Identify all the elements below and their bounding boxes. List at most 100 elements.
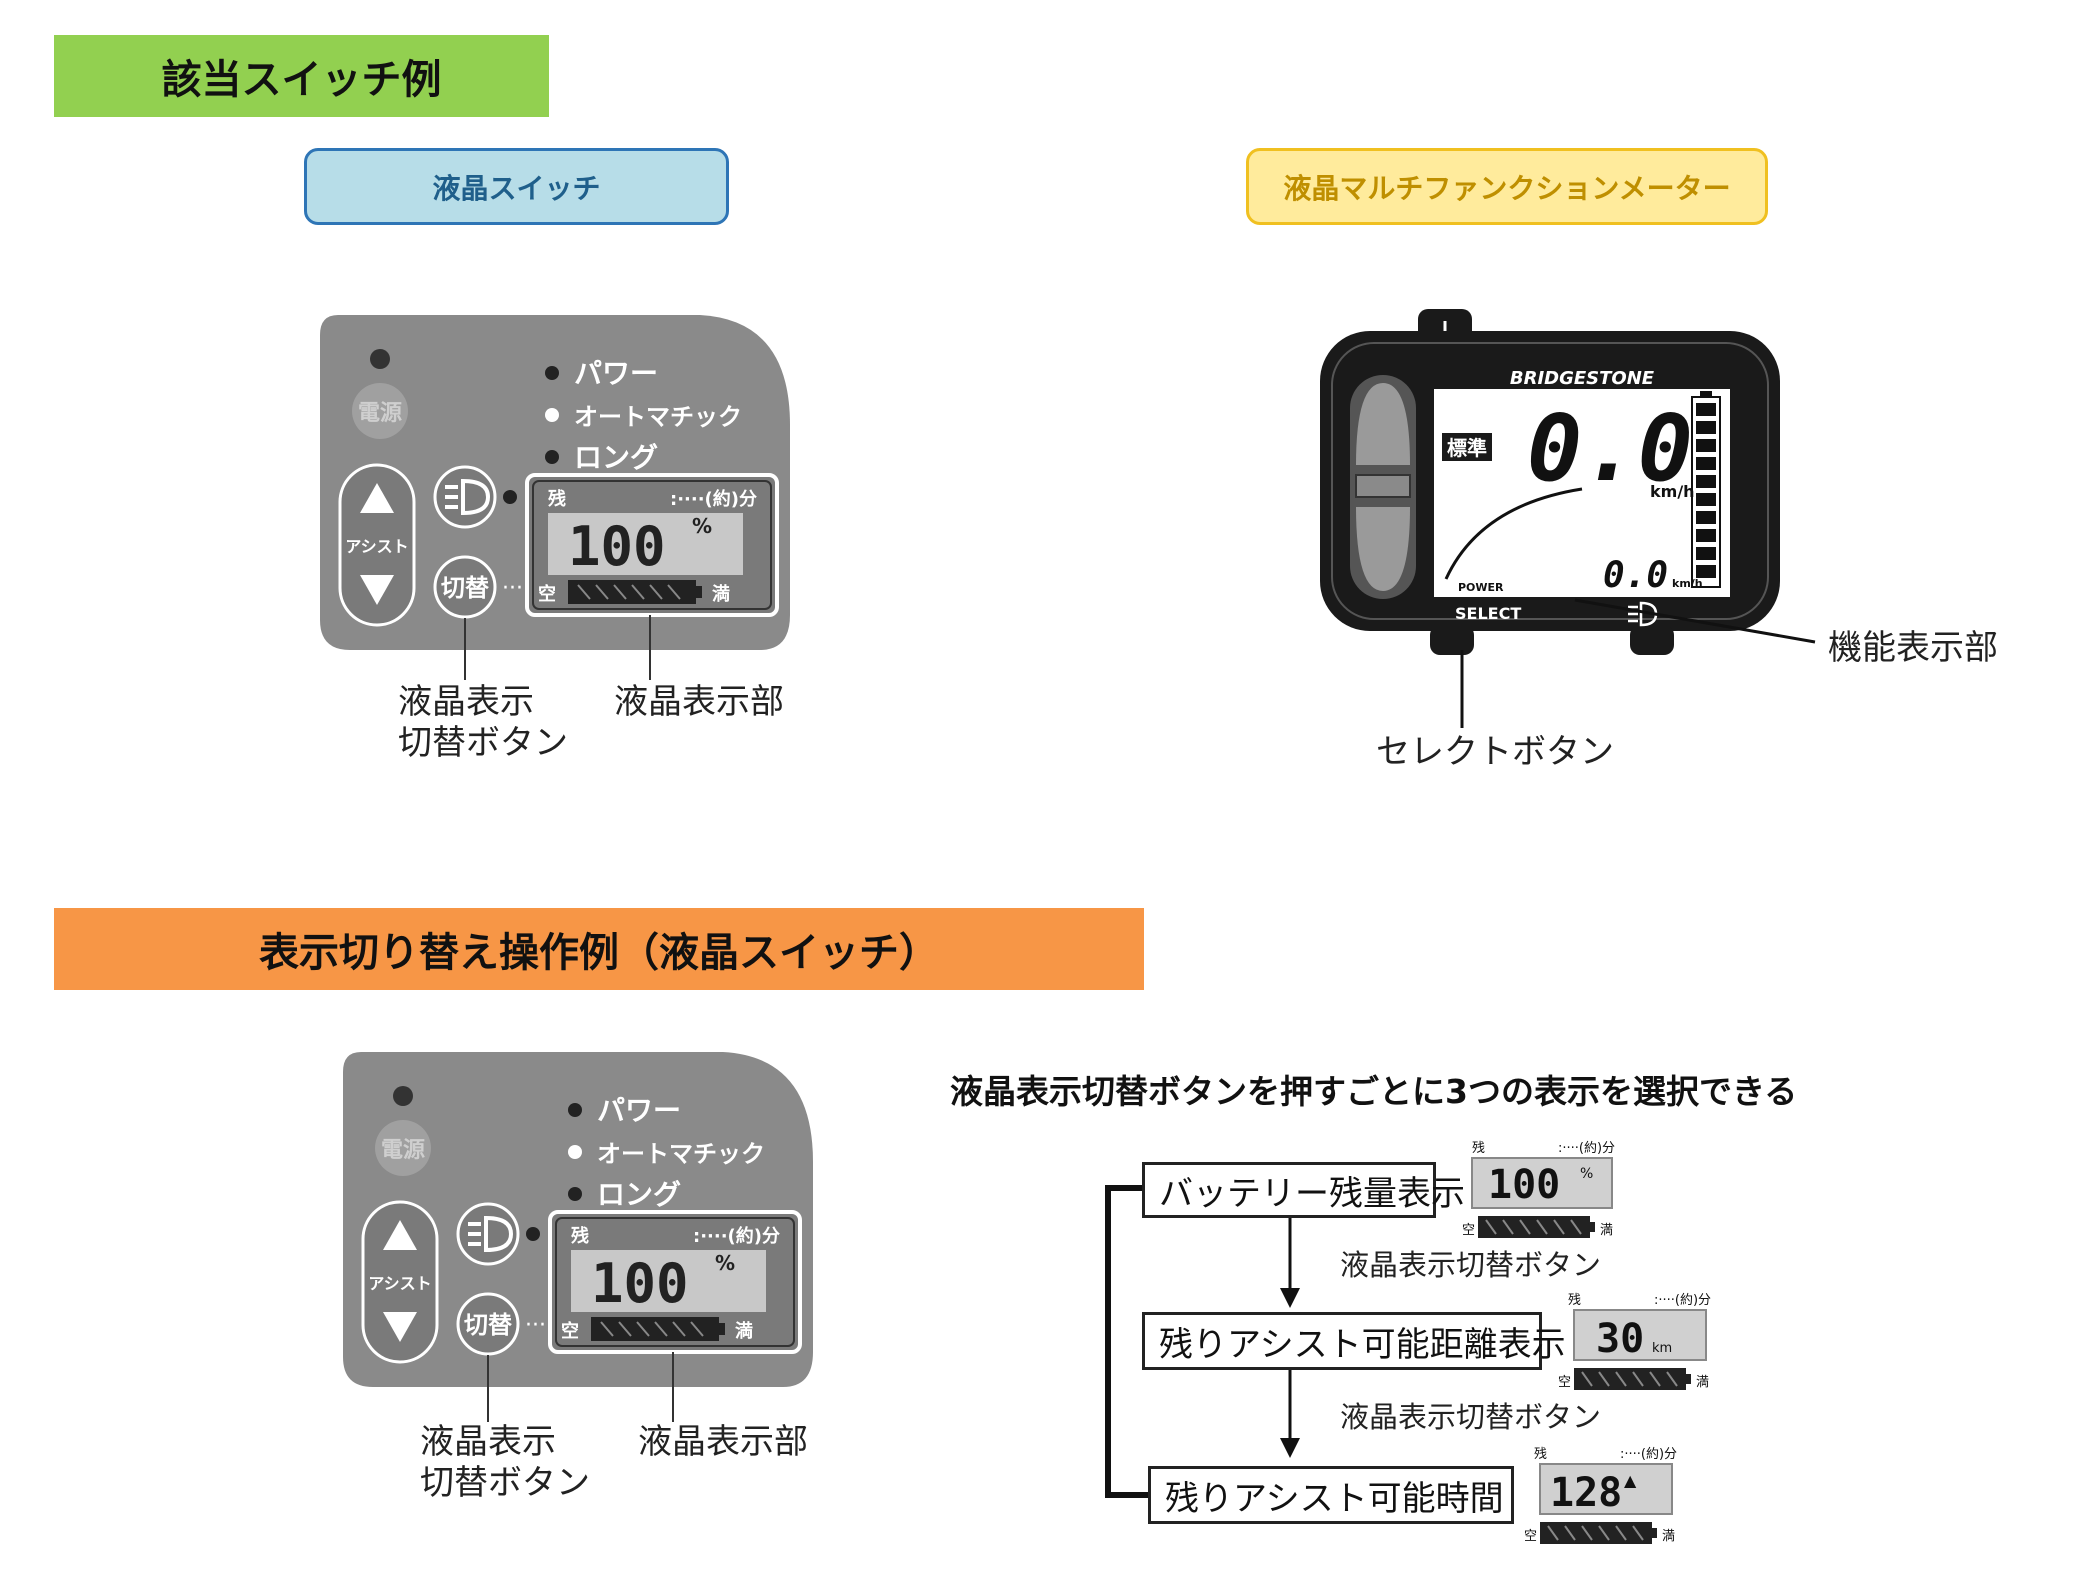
operation-section-title: 表示切り替え操作例（液晶スイッチ）: [54, 908, 1144, 990]
battery-stripe: [1598, 1525, 1610, 1541]
example-section-title: 該当スイッチ例: [54, 35, 549, 117]
multi-function-meter: BRIDGESTONE 標準 0.0 km/h POWER 0.0 km/h S…: [1320, 309, 1780, 655]
select-rocker: [1350, 375, 1416, 599]
multi-meter-tag: 液晶マルチファンクションメーター: [1246, 148, 1768, 225]
battery-stripe: [1581, 1371, 1593, 1387]
power-button: [352, 383, 408, 439]
select-tab-right: [1630, 625, 1674, 655]
switch-button: [433, 555, 497, 619]
svg-text:空: 空: [1558, 1375, 1571, 1390]
meter-mode: 標準: [1447, 436, 1487, 460]
battery-stripe: [1553, 1219, 1565, 1235]
svg-text:km: km: [1652, 1341, 1672, 1356]
assist-down-icon-2: [383, 1312, 417, 1342]
battery-stripe: [1519, 1219, 1531, 1235]
lcd-value-2: 100: [591, 1252, 689, 1315]
lcd-switch-panel: 電源 パワー オートマチック ロング アシスト 切替 ··· 残 :····(約…: [320, 315, 790, 650]
display-part-callout: 液晶表示部: [614, 682, 784, 722]
mini-lcd-time: 残 :····(約)分 128 ▲ 空 満: [1524, 1447, 1677, 1544]
mini-value-battery: 100: [1488, 1162, 1560, 1208]
svg-text:▲: ▲: [1624, 1471, 1637, 1490]
meter-sub-unit: km/h: [1672, 577, 1703, 590]
battery-stripe: [1632, 1371, 1644, 1387]
empty-label: 空: [538, 583, 556, 605]
svg-text:···: ···: [502, 576, 523, 601]
power-arc: [1444, 487, 1583, 580]
mode-power-2: パワー: [597, 1094, 681, 1127]
svg-text::····(約)分: :····(約)分: [1654, 1293, 1711, 1308]
panel2-callout-lines: [487, 1352, 674, 1422]
switch-button-label-2: 切替: [464, 1311, 512, 1339]
full-label-2: 満: [735, 1320, 753, 1342]
full-label: 満: [712, 583, 730, 605]
svg-text::····(約)分: :····(約)分: [1558, 1141, 1615, 1156]
flow-arrow-label-2: 液晶表示切替ボタン: [1340, 1400, 1602, 1434]
power-led: [370, 349, 390, 369]
lcd-screen: [548, 513, 743, 575]
battery-segment: [1696, 457, 1716, 470]
assist-label-2: アシスト: [368, 1274, 431, 1293]
select-tab-left: [1430, 625, 1474, 655]
lcd-percent-2: %: [715, 1251, 735, 1275]
meter-callout-lines: [1460, 598, 1816, 728]
meter-battery-segments: [1696, 403, 1716, 578]
battery-stripe: [1649, 1371, 1661, 1387]
battery-stripe: [1615, 1525, 1627, 1541]
lcd-value: 100: [568, 515, 666, 578]
svg-text:···: ···: [525, 1313, 546, 1338]
mini-value-time: 128: [1550, 1470, 1622, 1516]
flow-arrow-label-1: 液晶表示切替ボタン: [1340, 1248, 1602, 1282]
mode-automatic-2: オートマチック: [597, 1140, 765, 1168]
mini-value-distance: 30: [1596, 1316, 1644, 1362]
flow-step-time: 残りアシスト可能時間: [1148, 1466, 1514, 1524]
battery-stripe: [1581, 1525, 1593, 1541]
meter-speed-unit: km/h: [1650, 482, 1695, 501]
select-button-callout: セレクトボタン: [1376, 732, 1614, 772]
meter-brand: BRIDGESTONE: [1510, 368, 1655, 389]
lcd-switch-tag: 液晶スイッチ: [304, 148, 729, 225]
battery-segment: [1696, 403, 1716, 416]
assist-down-icon: [360, 575, 394, 605]
battery-stripe: [1666, 1371, 1678, 1387]
flow-caption: 液晶表示切替ボタンを押すごとに3つの表示を選択できる: [950, 1072, 1798, 1111]
meter-lcd: [1434, 365, 1730, 597]
battery-stripe: [1570, 1219, 1582, 1235]
battery-segment: [1696, 439, 1716, 452]
mode-long-2: ロング: [597, 1178, 681, 1211]
svg-text:残: 残: [1568, 1293, 1581, 1308]
battery-stripe: [1564, 1525, 1576, 1541]
svg-text:満: 満: [1600, 1223, 1613, 1238]
battery-segment: [1696, 475, 1716, 488]
svg-text:空: 空: [1524, 1529, 1537, 1544]
mini-lcd-battery: 残 :····(約)分 100 % 空 満: [1462, 1141, 1615, 1238]
assist-up-icon: [360, 483, 394, 513]
switch-button-callout: 液晶表示 切替ボタン: [398, 682, 568, 763]
headlight-icon: [445, 478, 491, 516]
svg-text:満: 満: [1662, 1529, 1675, 1544]
empty-label-2: 空: [561, 1320, 579, 1342]
function-display-callout: 機能表示部: [1828, 628, 1998, 668]
remain-label-2: 残: [571, 1225, 589, 1247]
battery-segment: [1696, 511, 1716, 524]
battery-stripe: [1632, 1525, 1644, 1541]
svg-text:残: 残: [1472, 1141, 1485, 1156]
switch-button-callout-2: 液晶表示 切替ボタン: [420, 1422, 590, 1503]
svg-text:残: 残: [1534, 1447, 1547, 1462]
battery-stripe: [1502, 1219, 1514, 1235]
meter-power-label: POWER: [1458, 581, 1504, 594]
battery-segment: [1696, 529, 1716, 542]
battery-segment: [1696, 547, 1716, 560]
svg-text::····(約)分: :····(約)分: [1620, 1447, 1677, 1462]
battery-stripe: [1485, 1219, 1497, 1235]
switch-button-label: 切替: [441, 574, 489, 602]
lcd-percent: %: [692, 514, 712, 538]
display-part-callout-2: 液晶表示部: [638, 1422, 808, 1462]
power-label: 電源: [358, 401, 402, 426]
power-label-2: 電源: [381, 1138, 425, 1163]
meter-sub-speed: 0.0: [1603, 555, 1668, 596]
assist-rocker: [338, 463, 416, 627]
headlight-icon-2: [468, 1215, 514, 1253]
assist-label: アシスト: [345, 537, 408, 556]
mode-long: ロング: [574, 441, 658, 474]
lcd-switch-panel-2: 電源 パワー オートマチック ロング アシスト 切替 ··· 残 :····(約…: [343, 1052, 813, 1387]
